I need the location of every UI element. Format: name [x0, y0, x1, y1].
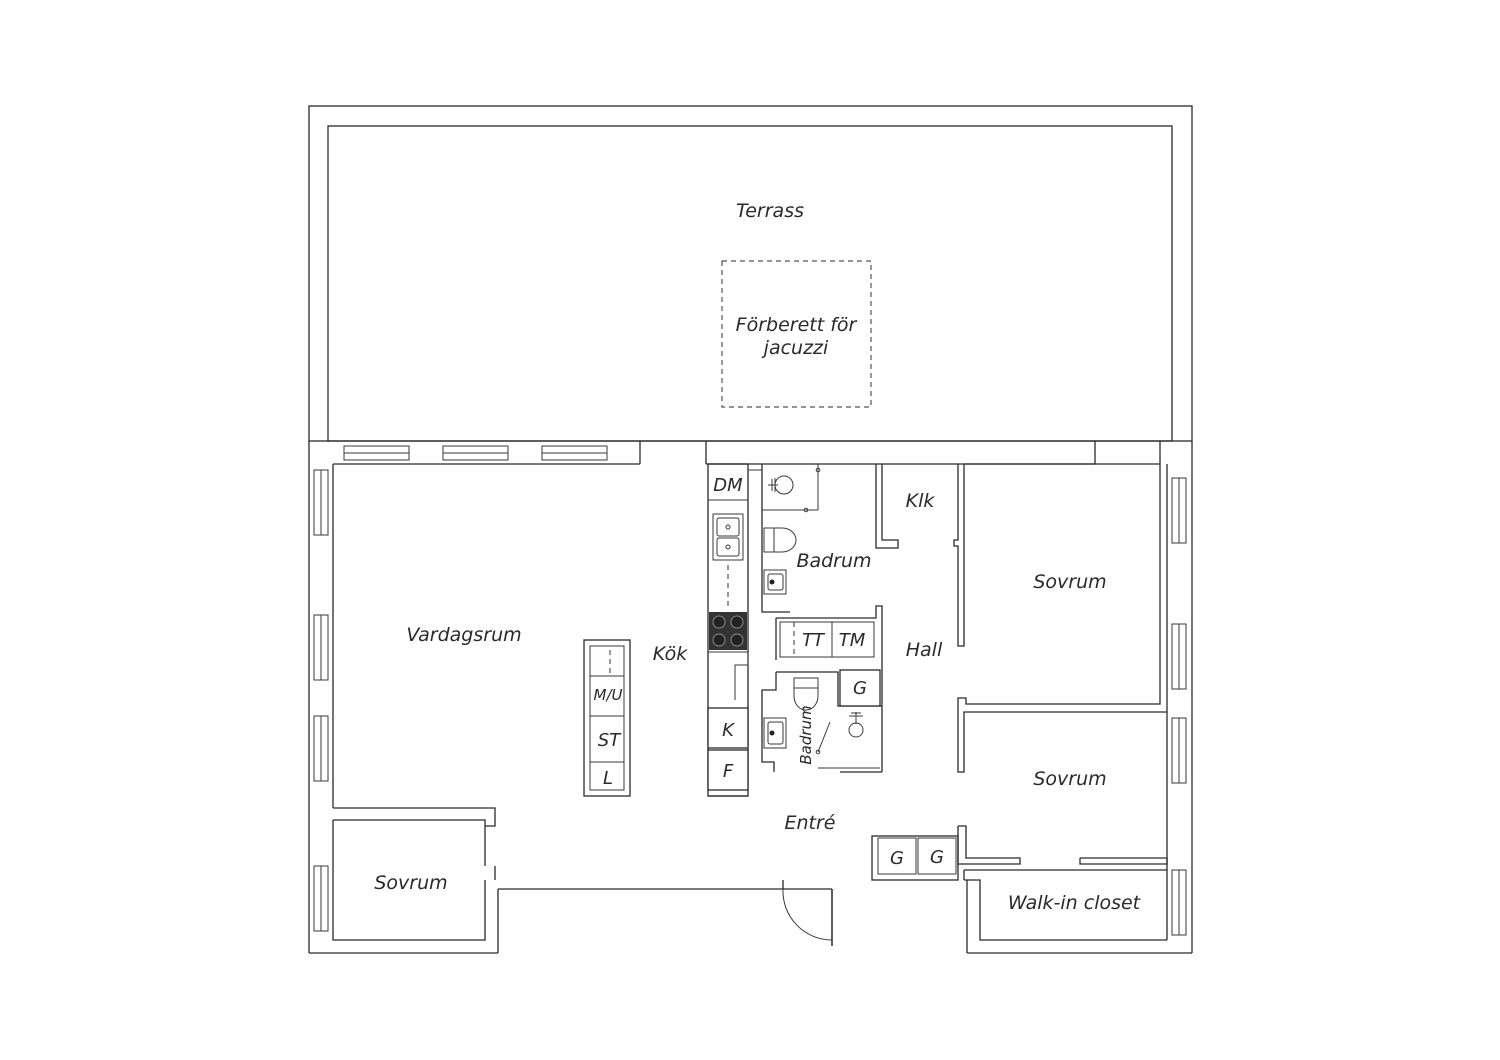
fixture-label-washer: TM: [839, 630, 866, 651]
shower-icon: [815, 712, 864, 755]
fixture-label-wardrobe-entry-1: G: [890, 848, 904, 869]
fixture-label-wardrobe-bath: G: [853, 678, 867, 699]
room-label-walk-in-closet: Walk-in closet: [1008, 892, 1142, 914]
kitchen-counter: [707, 463, 762, 797]
bedroom-middle-walls: [957, 825, 1168, 941]
laundry-counter: [775, 605, 883, 664]
fixture-label-stove: ST: [598, 730, 622, 751]
fixture-label-microwave-oven: M/U: [594, 686, 623, 704]
room-label-jacuzzi-line1: Förberett för: [736, 314, 858, 336]
windows-right: [1171, 477, 1187, 936]
bathroom-upper: [761, 464, 821, 613]
room-label-closet: Klk: [906, 490, 936, 512]
fixture-label-fridge: K: [722, 720, 735, 741]
toilet-icon: [763, 527, 797, 553]
jacuzzi-outline: [721, 260, 872, 408]
fixture-label-dryer: TT: [802, 630, 826, 651]
windows-top: [343, 445, 608, 461]
kitchen-island: [583, 639, 631, 797]
toilet-icon: [793, 677, 819, 711]
washbasin-icon: [763, 717, 787, 749]
room-label-entrance: Entré: [785, 812, 836, 834]
shower-icon: [768, 475, 794, 495]
fixture-label-wardrobe-entry-2: G: [930, 847, 944, 868]
fixture-label-freezer: F: [723, 761, 734, 782]
bedroom-east-walls: [957, 463, 1167, 773]
windows-left: [313, 469, 329, 932]
entrance-wardrobes: [871, 835, 959, 881]
entrance-door: [782, 880, 833, 946]
bathroom-lower: [761, 664, 883, 773]
sink-icon: [712, 513, 744, 561]
room-label-kitchen: Kök: [653, 643, 688, 665]
room-label-bedroom-southwest: Sovrum: [374, 872, 447, 894]
bedroom-southwest-walls: [332, 807, 496, 941]
room-label-hall: Hall: [906, 639, 943, 661]
room-label-bathroom-lower: Badrum: [797, 705, 815, 764]
room-label-jacuzzi-line2: jacuzzi: [761, 337, 829, 359]
terrace-area: [308, 105, 1193, 442]
closet-walls: [875, 464, 965, 647]
room-label-bedroom-east: Sovrum: [1033, 571, 1106, 593]
washbasin-icon: [763, 569, 787, 595]
room-label-bedroom-middle: Sovrum: [1033, 768, 1106, 790]
fixture-label-l-unit: L: [603, 768, 613, 789]
fixture-label-dishwasher: DM: [713, 475, 743, 496]
room-label-bathroom-upper: Badrum: [796, 550, 871, 572]
room-label-living-room: Vardagsrum: [406, 624, 521, 646]
room-label-terrace: Terrass: [736, 200, 804, 222]
